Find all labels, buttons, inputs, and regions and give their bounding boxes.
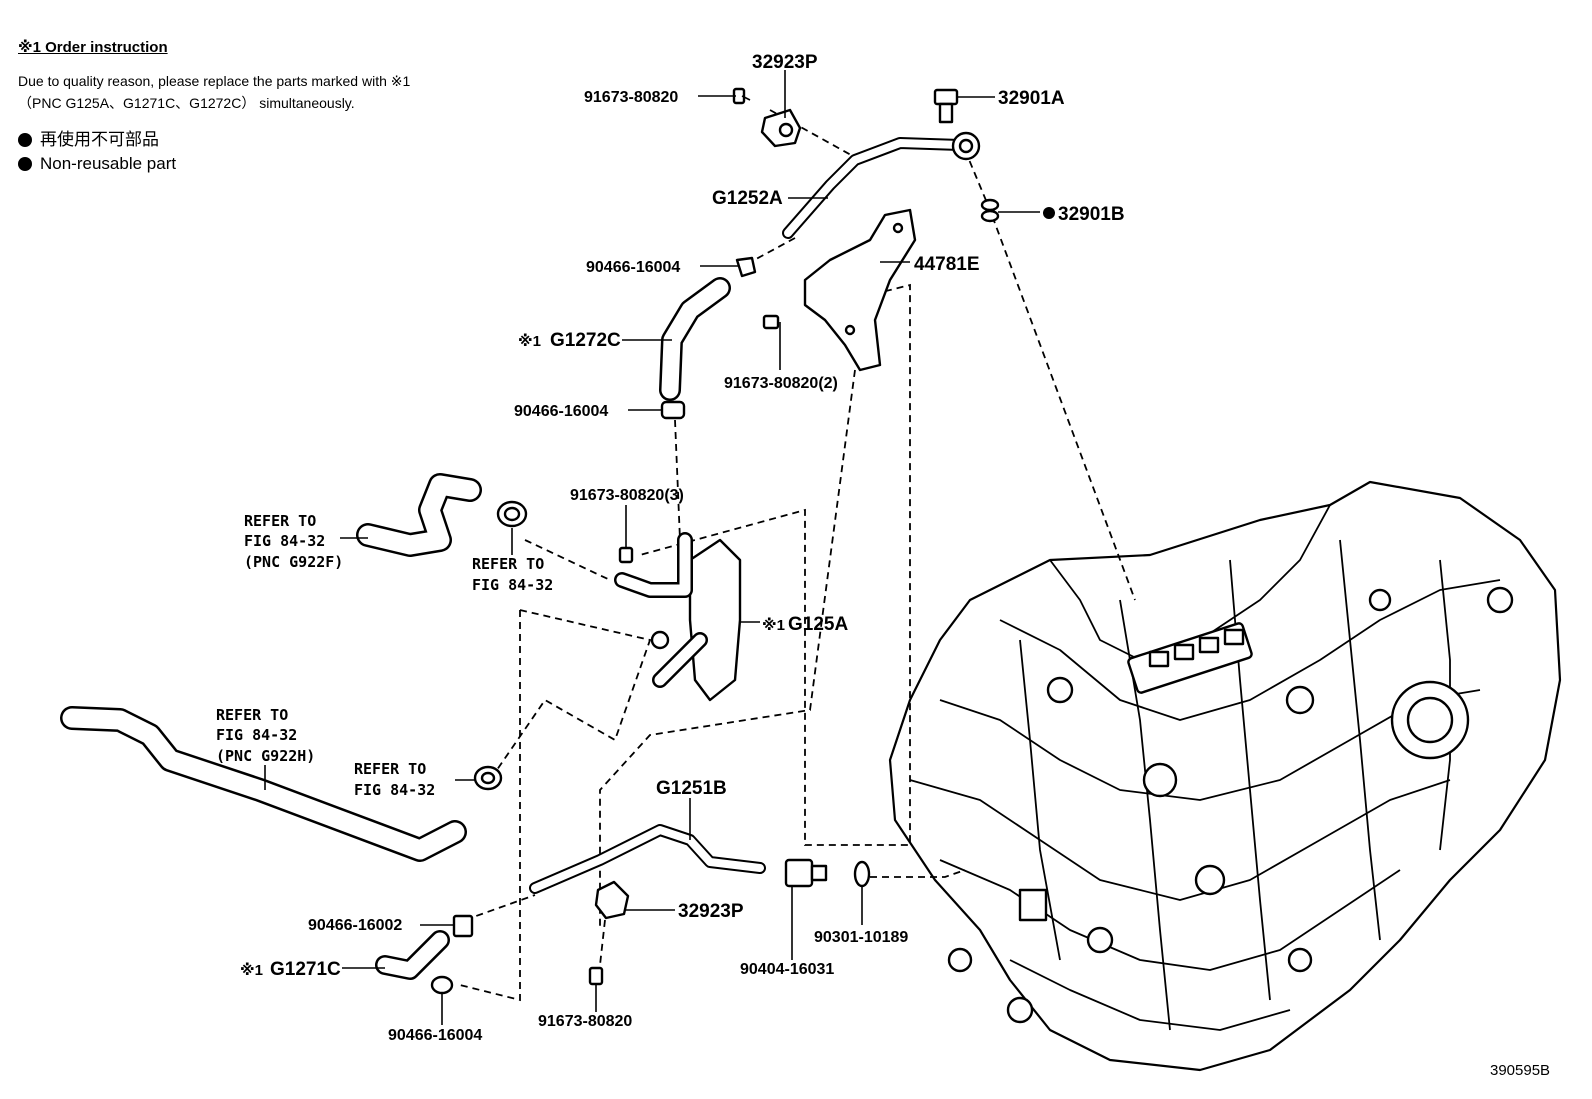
callout-G1271C[interactable]: G1271C [270,959,341,980]
part-90466-16004-clip-a[interactable] [735,256,757,278]
part-hose-clamp-ref4 [473,765,503,791]
part-91673-80820-bolt-bottom[interactable] [588,966,604,986]
part-hose-clamp-ref2 [496,500,528,528]
part-90301-10189-o-ring[interactable] [853,860,871,888]
hose-G922H-reference [60,706,467,862]
callout-refer-1-line-1: REFER TO [244,512,316,530]
legend-text-jp: 再使用不可部品 [40,130,159,149]
legend-text-en: Non-reusable part [40,154,177,173]
legend: 再使用不可部品 Non-reusable part [18,128,578,176]
part-G1271C-hose[interactable] [375,930,450,980]
part-90466-16004-clamp-c[interactable] [430,975,454,995]
part-90466-16002-clip[interactable] [452,914,474,938]
part-G1252A-pipe[interactable] [782,131,981,239]
order-instruction-line-2: （PNC G125A、G1271C、G1272C） simultaneously… [18,95,355,111]
callout-G1252A[interactable]: G1252A [712,188,783,209]
callout-91673-80820-3[interactable]: 91673-80820(3) [570,487,684,504]
part-91673-80820-bolt-3[interactable] [618,546,634,564]
callout-refer-3-line-1: REFER TO [216,706,288,724]
part-91673-80820-bolt-2[interactable] [762,314,780,330]
part-91673-80820-bolt-top[interactable] [732,87,751,105]
callout-refer-1-line-2: FIG 84-32 [244,532,325,550]
part-G1272C-hose[interactable] [659,277,731,401]
part-90404-16031-plug[interactable] [784,858,828,888]
order-instruction-title: ※1 Order instruction [18,39,168,56]
callout-32901A[interactable]: 32901A [998,88,1065,109]
callout-G1272C[interactable]: G1272C [550,330,621,351]
legend-item-jp: 再使用不可部品 [18,128,578,152]
callout-refer-3-line-3: (PNC G922H) [216,747,315,765]
special-mark-G1271C: ※1 [240,961,263,979]
hose-G922F-reference [356,473,482,557]
part-90466-16004-clamp-b[interactable] [660,400,686,420]
part-44781E-bracket[interactable] [803,208,917,372]
order-instruction-notes: ※1 Order instruction Due to quality reas… [18,38,578,176]
callout-32923P-top[interactable]: 32923P [752,52,818,73]
callout-refer-4-line-1: REFER TO [354,760,426,778]
callout-refer-2-line-2: FIG 84-32 [472,576,553,594]
callout-44781E[interactable]: 44781E [914,254,980,275]
callout-refer-3-line-2: FIG 84-32 [216,726,297,744]
callout-90301-10189[interactable]: 90301-10189 [814,929,908,946]
non-reusable-dot-icon [18,157,32,171]
callout-90466-16004-c[interactable]: 90466-16004 [388,1027,482,1044]
special-mark-G125A: ※1 [762,616,785,634]
part-G1251B-pipe[interactable] [529,824,766,894]
order-instruction-line-1: Due to quality reason, please replace th… [18,73,411,89]
callout-91673-80820-bottom[interactable]: 91673-80820 [538,1013,632,1030]
non-reusable-dot-icon [18,133,32,147]
legend-item-en: Non-reusable part [18,152,578,176]
part-G125A-oil-pipe-assembly[interactable] [614,532,742,702]
callout-G125A[interactable]: G125A [788,614,848,635]
callout-90466-16004-b[interactable]: 90466-16004 [514,403,608,420]
part-32901B-gasket[interactable] [980,198,1000,223]
callout-90466-16002[interactable]: 90466-16002 [308,917,402,934]
callout-32901B[interactable]: 32901B [1058,204,1125,225]
callout-32923P-bottom[interactable]: 32923P [678,901,744,922]
callout-91673-80820-top[interactable]: 91673-80820 [584,89,678,106]
callout-refer-4-line-2: FIG 84-32 [354,781,435,799]
leader-lines [264,70,1040,1025]
callout-90404-16031[interactable]: 90404-16031 [740,961,834,978]
callout-refer-2-line-1: REFER TO [472,555,544,573]
callout-91673-80820-2[interactable]: 91673-80820(2) [724,375,838,392]
callout-90466-16004-a[interactable]: 90466-16004 [586,259,680,276]
callout-refer-1-line-3: (PNC G922F) [244,553,343,571]
figure-id: 390595B [1490,1062,1550,1079]
special-mark-G1272C: ※1 [518,332,541,350]
callout-G1251B[interactable]: G1251B [656,778,727,799]
non-reusable-dot-icon [1043,207,1055,219]
part-32923P-clamp-top[interactable] [760,108,802,148]
transmission-assembly [888,480,1562,1072]
callout-labels: 32923P 91673-80820 32901A 32901B G1252A … [216,52,1550,1079]
part-32901A-union-bolt[interactable] [933,88,959,124]
part-32923P-clamp-bottom[interactable] [594,880,630,920]
